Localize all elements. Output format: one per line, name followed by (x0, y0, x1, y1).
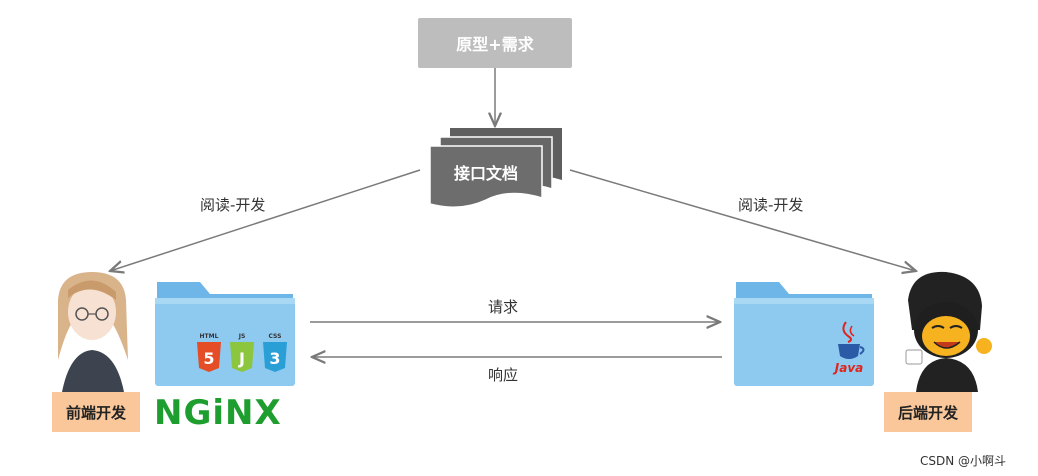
edge-label-read-dev-right: 阅读-开发 (738, 196, 804, 214)
html-badge-label: HTML (200, 333, 219, 340)
frontend-developer-avatar (58, 272, 128, 392)
arrow-doc-to-backend (569, 169, 916, 271)
frontend-folder-icon (155, 282, 295, 386)
edge-label-read-dev-left: 阅读-开发 (200, 196, 266, 214)
js-badge-label: JS (238, 333, 246, 340)
html5-icon (197, 342, 221, 372)
backend-developer-avatar (905, 271, 992, 392)
nginx-logo: NGiNX (154, 393, 282, 433)
edge-label-response: 响应 (488, 366, 519, 384)
edge-label-request: 请求 (488, 298, 519, 316)
backend-folder-icon (734, 282, 874, 386)
frontend-developer-label: 前端开发 (52, 392, 140, 432)
java-cup-icon (838, 321, 865, 359)
java-label: Java (833, 361, 863, 375)
arrow-doc-to-frontend (110, 169, 421, 271)
doc-stack-icon (429, 128, 562, 208)
requirements-node: 原型+需求 (418, 18, 572, 68)
interface-doc-node: 接口文档 (453, 164, 518, 183)
css-glyph: 3 (269, 349, 280, 368)
html-glyph: 5 (203, 349, 214, 368)
js-icon (230, 342, 254, 372)
css-badge-label: CSS (269, 333, 282, 340)
js-glyph: J (238, 349, 245, 368)
watermark: CSDN @小啊斗 (920, 454, 1007, 468)
backend-developer-label: 后端开发 (884, 392, 972, 432)
css3-icon (263, 342, 287, 372)
